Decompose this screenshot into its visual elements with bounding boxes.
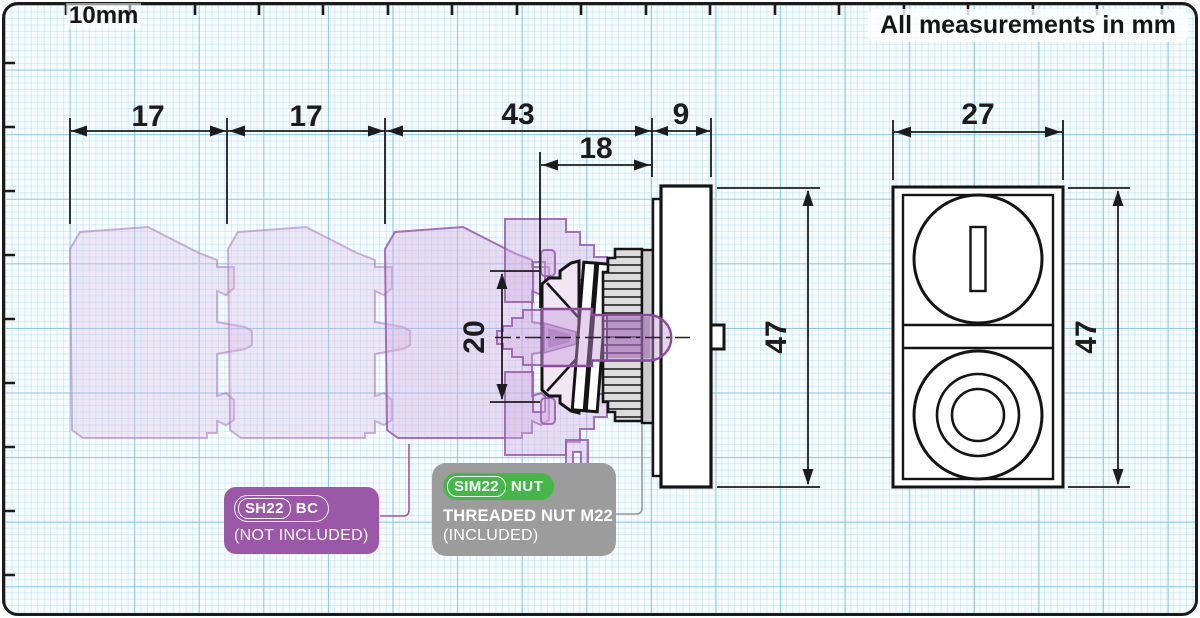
dim-label-43: 43 xyxy=(501,98,534,131)
units-note: All measurements in mm xyxy=(868,9,1188,42)
dim-27: 27 xyxy=(892,98,1064,180)
nut-title: THREADED NUT M22 xyxy=(443,507,614,525)
body-contour-lines xyxy=(546,282,579,392)
dim-47-front: 47 xyxy=(1068,187,1130,488)
badge-contact-block: SH22 BC (NOT INCLUDED) xyxy=(224,487,379,554)
dim-label-18: 18 xyxy=(579,132,612,165)
dim-label-27: 27 xyxy=(961,98,994,131)
dim-label-9: 9 xyxy=(673,98,690,131)
leader-nut xyxy=(614,424,643,515)
button-cap xyxy=(709,323,726,351)
dim-43: 43 xyxy=(386,98,653,177)
dim-label-47-front: 47 xyxy=(1070,320,1103,353)
panel-plate xyxy=(659,184,713,489)
contact-block-ghost-1 xyxy=(69,226,253,439)
stop-symbol-ring-inner xyxy=(950,387,1006,443)
grid-scale-label: 10mm xyxy=(66,2,142,30)
nut-note: (INCLUDED) xyxy=(443,527,539,544)
dim-label-47-side: 47 xyxy=(760,320,793,353)
contact-block-note: (NOT INCLUDED) xyxy=(234,527,369,544)
ruler-ticks-left xyxy=(4,61,15,577)
badge-nut: SIM22 NUT THREADED NUT M22 (INCLUDED) xyxy=(432,463,616,556)
front-view xyxy=(891,185,1065,489)
dim-17-right: 17 xyxy=(228,100,386,224)
dim-47-side: 47 xyxy=(717,187,820,488)
divider-band xyxy=(903,323,1053,350)
dim-label-20: 20 xyxy=(458,320,491,353)
contact-block-series: SH22 xyxy=(238,498,291,519)
knurl-ridges xyxy=(603,256,642,418)
dim-label-17-left: 17 xyxy=(131,100,164,133)
leader-contact-block xyxy=(380,444,410,517)
dim-9: 9 xyxy=(653,98,712,177)
start-symbol-I xyxy=(969,225,987,293)
nut-series: SIM22 xyxy=(447,476,506,497)
side-view xyxy=(69,184,726,489)
dim-20: 20 xyxy=(458,270,540,403)
contact-block-ghost-2 xyxy=(227,226,411,439)
dim-17-left: 17 xyxy=(69,100,228,224)
contact-block-suffix: BC xyxy=(295,500,319,517)
dim-18: 18 xyxy=(539,132,651,308)
dim-label-17-right: 17 xyxy=(289,100,322,133)
contact-block-code-pill: SH22 BC xyxy=(234,495,329,522)
nut-code-pill: SIM22 NUT xyxy=(443,473,554,500)
nut-suffix: NUT xyxy=(510,478,544,495)
